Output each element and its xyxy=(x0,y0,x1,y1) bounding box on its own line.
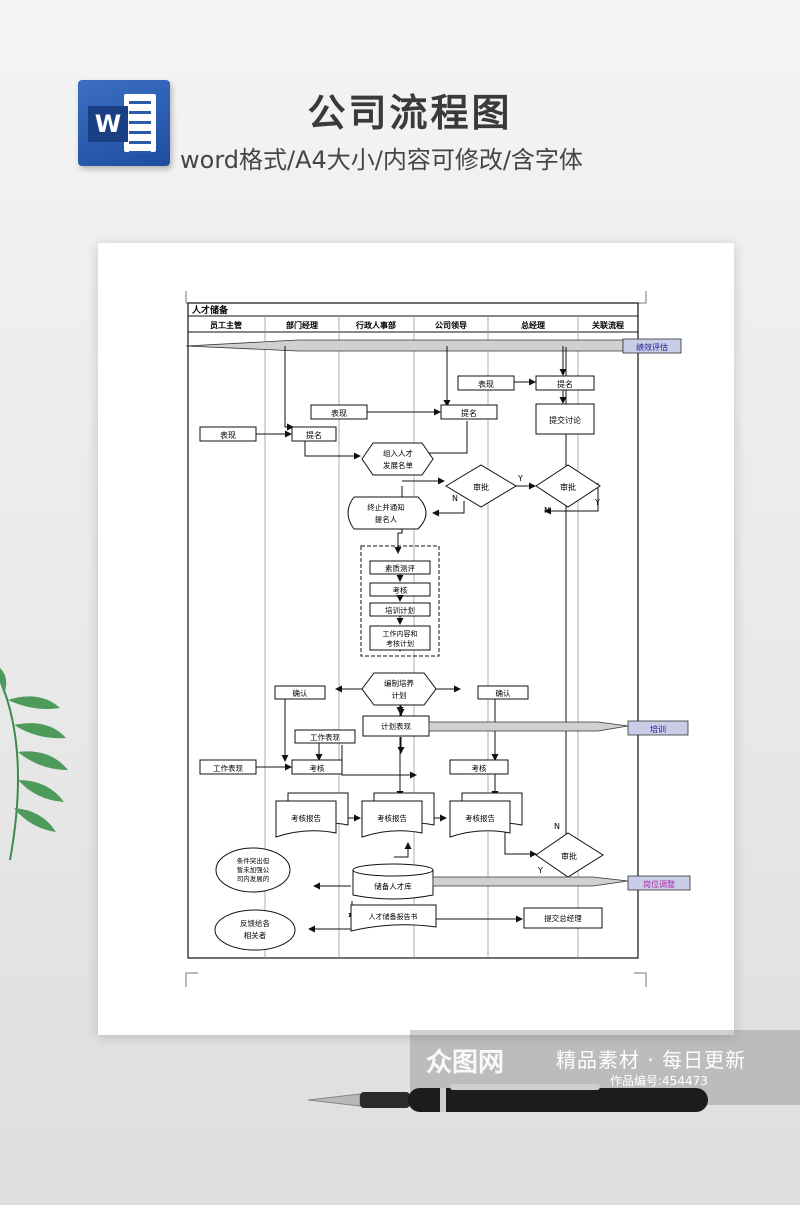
ellipse-outstanding-line3: 司内发展的 xyxy=(237,874,270,883)
box-nominate-dept: 提名 xyxy=(306,430,322,440)
related-performance-label: 绩效评估 xyxy=(636,342,668,352)
ellipse-outstanding xyxy=(215,847,291,893)
watermark-work-id: 作品编号:454473 xyxy=(610,1074,708,1088)
related-performance-box[interactable] xyxy=(622,338,682,354)
ellipse-feedback-line1: 反馈给各 xyxy=(240,918,270,928)
terminate-notify-line1: 终止并通知 xyxy=(367,502,405,512)
hex-make-training-plan xyxy=(361,672,437,706)
report-hr: 考核报告 xyxy=(377,813,407,823)
hex-make-training-plan-line1: 编制培养 xyxy=(384,678,414,688)
box-submit-discussion: 提交讨论 xyxy=(549,415,581,425)
document-preview: 人才储备 员工主管 部门经理 行政人事部 公司领导 总经理 关联流程 绩效评估 xyxy=(98,243,734,1035)
box-assessment-dept: 考核 xyxy=(310,763,325,773)
related-training-label: 培训 xyxy=(650,724,666,734)
hex-add-talent-list-line2: 发展名单 xyxy=(383,460,413,470)
hex-add-talent-list xyxy=(361,442,434,476)
hex-make-training-plan-line2: 计划 xyxy=(392,690,407,700)
talent-pool-cylinder xyxy=(352,863,434,900)
mark-no-2: N xyxy=(544,506,550,515)
box-work-performance-dept: 工作表现 xyxy=(310,732,340,742)
ellipse-feedback-line2: 相关者 xyxy=(244,930,267,940)
page-title: 公司流程图 xyxy=(307,91,513,135)
talent-report-doc xyxy=(350,904,437,932)
diamond-approve-1 xyxy=(445,464,517,508)
lane-employee-supervisor: 员工主管 xyxy=(210,320,242,330)
fern-leaf-decoration xyxy=(0,668,68,861)
lane-company-leader: 公司领导 xyxy=(435,320,467,330)
box-training-plan: 培训计划 xyxy=(385,605,415,615)
box-nominate-gm: 提名 xyxy=(557,379,573,389)
box-confirm-left: 确认 xyxy=(293,688,308,698)
chart-frame xyxy=(187,302,639,959)
ellipse-feedback xyxy=(214,909,296,951)
diamond-approve-2-label: 审批 xyxy=(560,482,576,492)
related-position-box[interactable] xyxy=(627,875,691,891)
diamond-approve-3-label: 审批 xyxy=(561,851,577,861)
box-assessment-leader: 考核 xyxy=(472,763,487,773)
box-nominate-leader: 提名 xyxy=(461,408,477,418)
diamond-approve-3 xyxy=(535,832,604,878)
report-leader: 考核报告 xyxy=(465,813,495,823)
mark-yes-1: Y xyxy=(517,474,523,483)
ellipse-outstanding-line1: 条件突出但 xyxy=(237,856,270,865)
mark-yes-3: Y xyxy=(537,866,543,875)
lane-department-manager: 部门经理 xyxy=(286,320,318,330)
mark-yes-2: Y xyxy=(594,498,600,507)
report-dept: 考核报告 xyxy=(291,813,321,823)
watermark-slogan: 精品素材 · 每日更新 xyxy=(556,1048,747,1072)
box-plan-performance: 计划表现 xyxy=(381,721,411,731)
lane-general-manager: 总经理 xyxy=(521,320,545,330)
related-position-label: 岗位调整 xyxy=(643,879,675,889)
performance-arrow xyxy=(185,339,624,352)
terminate-notify-shape xyxy=(347,496,427,530)
document-lines-icon xyxy=(124,94,156,154)
box-confirm-right: 确认 xyxy=(496,688,511,698)
mark-no-3: N xyxy=(554,822,560,831)
position-adjust-arrow xyxy=(432,876,629,887)
diamond-approve-1-label: 审批 xyxy=(473,482,489,492)
mark-no-1: N xyxy=(452,494,458,503)
box-work-performance-employee: 工作表现 xyxy=(213,763,243,773)
terminate-notify-line2: 提名人 xyxy=(375,514,398,524)
box-submit-gm: 提交总经理 xyxy=(544,913,582,923)
box-quality-assessment: 素质测评 xyxy=(385,563,415,573)
diamond-approve-2 xyxy=(535,464,601,508)
assessment-group xyxy=(360,545,440,657)
box-work-plan-line1: 工作内容和 xyxy=(383,629,418,638)
page-subtitle: word格式/A4大小/内容可修改/含字体 xyxy=(180,146,583,174)
box-performance-gm: 表现 xyxy=(478,379,494,389)
box-assessment: 考核 xyxy=(393,585,408,595)
word-app-icon: W xyxy=(78,80,170,166)
chart-heading: 人才储备 xyxy=(191,304,229,316)
ellipse-outstanding-line2: 暂未加强公 xyxy=(237,865,270,874)
hex-add-talent-list-line1: 组入人才 xyxy=(383,448,413,458)
word-letter: W xyxy=(88,106,128,142)
related-training-box[interactable] xyxy=(627,720,689,736)
talent-pool-label: 储备人才库 xyxy=(374,881,412,891)
flowchart: 人才储备 员工主管 部门经理 行政人事部 公司领导 总经理 关联流程 绩效评估 xyxy=(185,291,691,987)
watermark-logo: 众图网 xyxy=(426,1048,505,1078)
lane-related-process: 关联流程 xyxy=(592,320,624,330)
talent-report-label: 人才储备报告书 xyxy=(369,912,418,921)
fountain-pen-icon xyxy=(307,1084,708,1112)
box-performance-dept: 表现 xyxy=(331,408,347,418)
box-performance-employee: 表现 xyxy=(220,430,236,440)
box-work-plan-line2: 考核计划 xyxy=(386,639,414,648)
lane-hr-admin: 行政人事部 xyxy=(355,320,396,330)
training-arrow xyxy=(428,721,629,732)
